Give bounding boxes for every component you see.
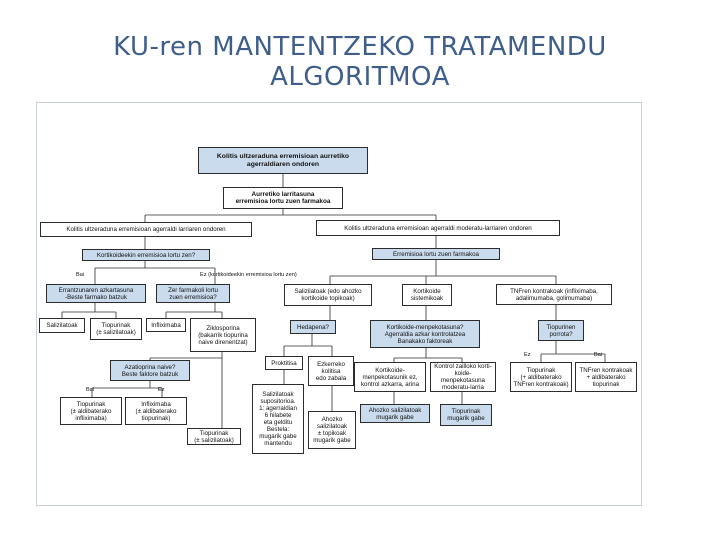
node-ciclosporin: Ziklosporina (bakarrik tiopurina naive d…: [190, 318, 256, 352]
node-thiopurine-failure: Tiopurinen porrota?: [538, 320, 584, 341]
node-thiopurines-salicylates: Tiopurinak (± salizilatoak): [90, 318, 142, 340]
node-thiopurines-plus-anti-tnf: Tiopurinak (+ aldibaterako TNFren kontra…: [510, 362, 572, 392]
node-salicylates: Salizilatoak: [39, 318, 85, 333]
node-salicylates-topical: Salizilatoak (edo ahozko kortikoide topi…: [284, 284, 372, 306]
node-infliximab: Infliximaba: [146, 318, 186, 332]
node-extent-question: Hedapena?: [290, 320, 336, 334]
label-no-3: Ez: [524, 352, 531, 358]
node-thiopurines-bottom: Tiopurinak (± salizilatoak): [187, 428, 241, 445]
node-no-corticosteroid-dependence: Kortikoide- menpekotasunik ez, kontrol a…: [354, 362, 426, 392]
node-remission-after-severe-flare: Kolitis ultzeraduna erremisioan agerrald…: [40, 222, 252, 237]
node-proctitis: Proktitisa: [265, 356, 303, 370]
node-salicylate-suppositories: Salizilatoak supositorioa. 1: agerraldia…: [252, 384, 304, 454]
label-yes-3: Bai: [594, 352, 603, 358]
page-title-line-1: KU-ren MANTENTZEKO TRATAMENDU: [113, 32, 607, 62]
node-azathioprine-naive: Azatioprina naive? Beste faktore batzuk: [110, 360, 190, 381]
node-infliximab-plus-thiopurines: Infliximaba (± aldibaterako tiopurinak): [125, 397, 187, 425]
node-remission-drug: Erremisioa lortu zuen farmakoa: [372, 248, 500, 260]
node-left-colitis: Ezkerreko kolitisa edo zabala: [308, 356, 354, 386]
node-corticosteroid-dependence: Kortikoide-menpekotasuna? Agerraldia azk…: [370, 320, 480, 348]
node-remission-after-moderate-flare: Kolitis ultzeraduna erremisioan agerrald…: [316, 220, 560, 236]
node-corticosteroid-question: Kortikoideekin erremisioa lortu zen?: [82, 249, 210, 261]
node-remission-after-flare: Kolitis ultzeraduna erremisioan aurretik…: [198, 147, 368, 174]
node-oral-salicylates-unlimited: Ahozko salizilatoak mugarik gabe: [360, 404, 430, 423]
page-title-line-2: ALGORITMOA: [270, 62, 450, 92]
node-oral-salicylates-topical: Ahozko salizilatoak ± topikoak mugarik g…: [308, 411, 356, 449]
label-no-1: Ez (kortikoideekin erremisioa lortu zen): [200, 272, 297, 278]
node-thiopurines-unlimited: Tiopurinak mugarik gabe: [440, 404, 492, 426]
label-yes-4: Bai: [86, 387, 95, 393]
node-previous-severity: Aurretiko larritasuna erremisioa lortu z…: [223, 187, 343, 209]
label-yes-1: Bai: [76, 272, 85, 278]
node-systemic-corticosteroids: Kortikoide sistemikoak: [402, 284, 452, 306]
node-anti-tnf: TNFren kontrakoak (infliximaba, adalimum…: [496, 284, 612, 305]
label-no-4: Ez: [158, 387, 165, 393]
node-thiopurines-plus-infliximab: Tiopurinak (± aldibaterako infliximaba): [60, 397, 122, 425]
node-response-speed: Errantzunaren azkartasuna -Beste farmako…: [46, 284, 146, 303]
node-difficult-corticosteroid-dependence: Kontrol zailloko korti- koide-menpekotas…: [430, 362, 496, 392]
node-which-drug-question: Zer farmakoli lortu zuen erremisioa?: [156, 284, 230, 303]
node-anti-tnf-plus-thiopurines: TNFren kontrakoak + aldibaterako tiopuri…: [575, 362, 637, 392]
